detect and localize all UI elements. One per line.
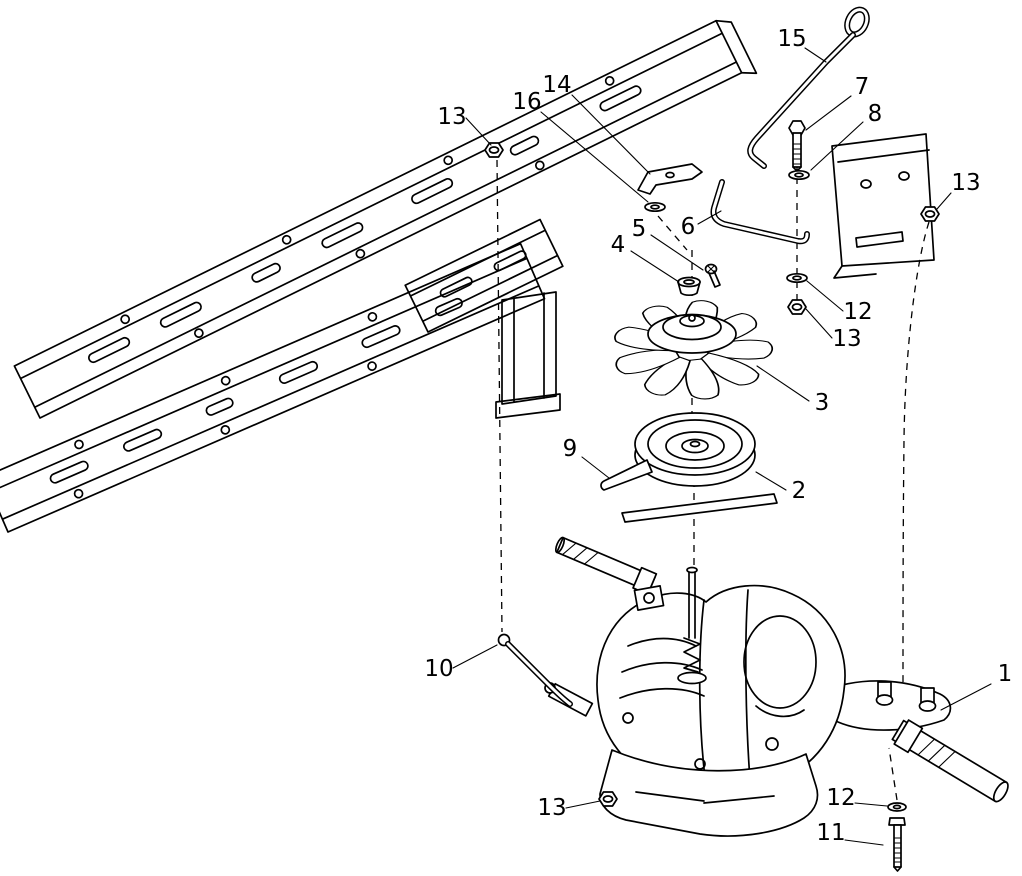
callout-label-7: 7 — [855, 74, 870, 100]
washer-16 — [644, 201, 666, 213]
callout-label-13-b: 13 — [951, 170, 980, 196]
bracket-part-14 — [637, 163, 703, 195]
lift-rod-15 — [747, 6, 870, 169]
guide-rod-6 — [710, 179, 810, 245]
hex-nut-13-upper-right — [920, 206, 940, 222]
washer-12-lower — [887, 802, 907, 812]
right-axle-shaft — [891, 719, 1009, 803]
callout-label-3: 3 — [815, 390, 830, 416]
washer-12-upper — [786, 272, 808, 284]
callout-label-13-a: 13 — [437, 104, 466, 130]
callout-label-15: 15 — [777, 26, 806, 52]
screw-5 — [704, 263, 721, 288]
hex-nut-13-lower — [598, 791, 618, 807]
v-belt — [600, 459, 778, 523]
mounting-bracket — [831, 133, 935, 279]
callout-label-13-d: 13 — [537, 795, 566, 821]
link-rod-10 — [497, 633, 573, 707]
leader-lines — [452, 47, 992, 846]
pulley — [634, 412, 756, 487]
bolt-7 — [788, 120, 806, 172]
callout-label-14: 14 — [542, 72, 571, 98]
callout-label-11: 11 — [816, 820, 845, 846]
bolt-11 — [888, 817, 906, 872]
callout-label-16: 16 — [512, 89, 541, 115]
callout-label-12-b: 12 — [826, 785, 855, 811]
frame-rail-upper — [13, 19, 758, 419]
callout-label-9: 9 — [563, 436, 578, 462]
callout-label-12-a: 12 — [843, 299, 872, 325]
cross-channel — [404, 218, 564, 333]
callout-label-5: 5 — [632, 216, 647, 242]
input-shaft — [554, 536, 658, 596]
callout-label-1: 1 — [998, 661, 1013, 687]
callout-label-8: 8 — [868, 101, 883, 127]
callout-label-4: 4 — [611, 232, 626, 258]
callout-label-10: 10 — [424, 656, 453, 682]
support-channel — [495, 291, 561, 419]
washer-8 — [788, 169, 810, 181]
spacer-cap-4 — [677, 276, 701, 297]
callout-label-2: 2 — [792, 478, 807, 504]
fan-hub — [647, 313, 737, 354]
hex-nut-13-upper-left — [484, 142, 504, 158]
transaxle — [544, 536, 1009, 837]
callout-label-6: 6 — [681, 214, 696, 240]
frame-rail-lower — [0, 242, 546, 533]
callout-label-13-c: 13 — [832, 326, 861, 352]
hex-nut-13-middle — [787, 299, 807, 315]
